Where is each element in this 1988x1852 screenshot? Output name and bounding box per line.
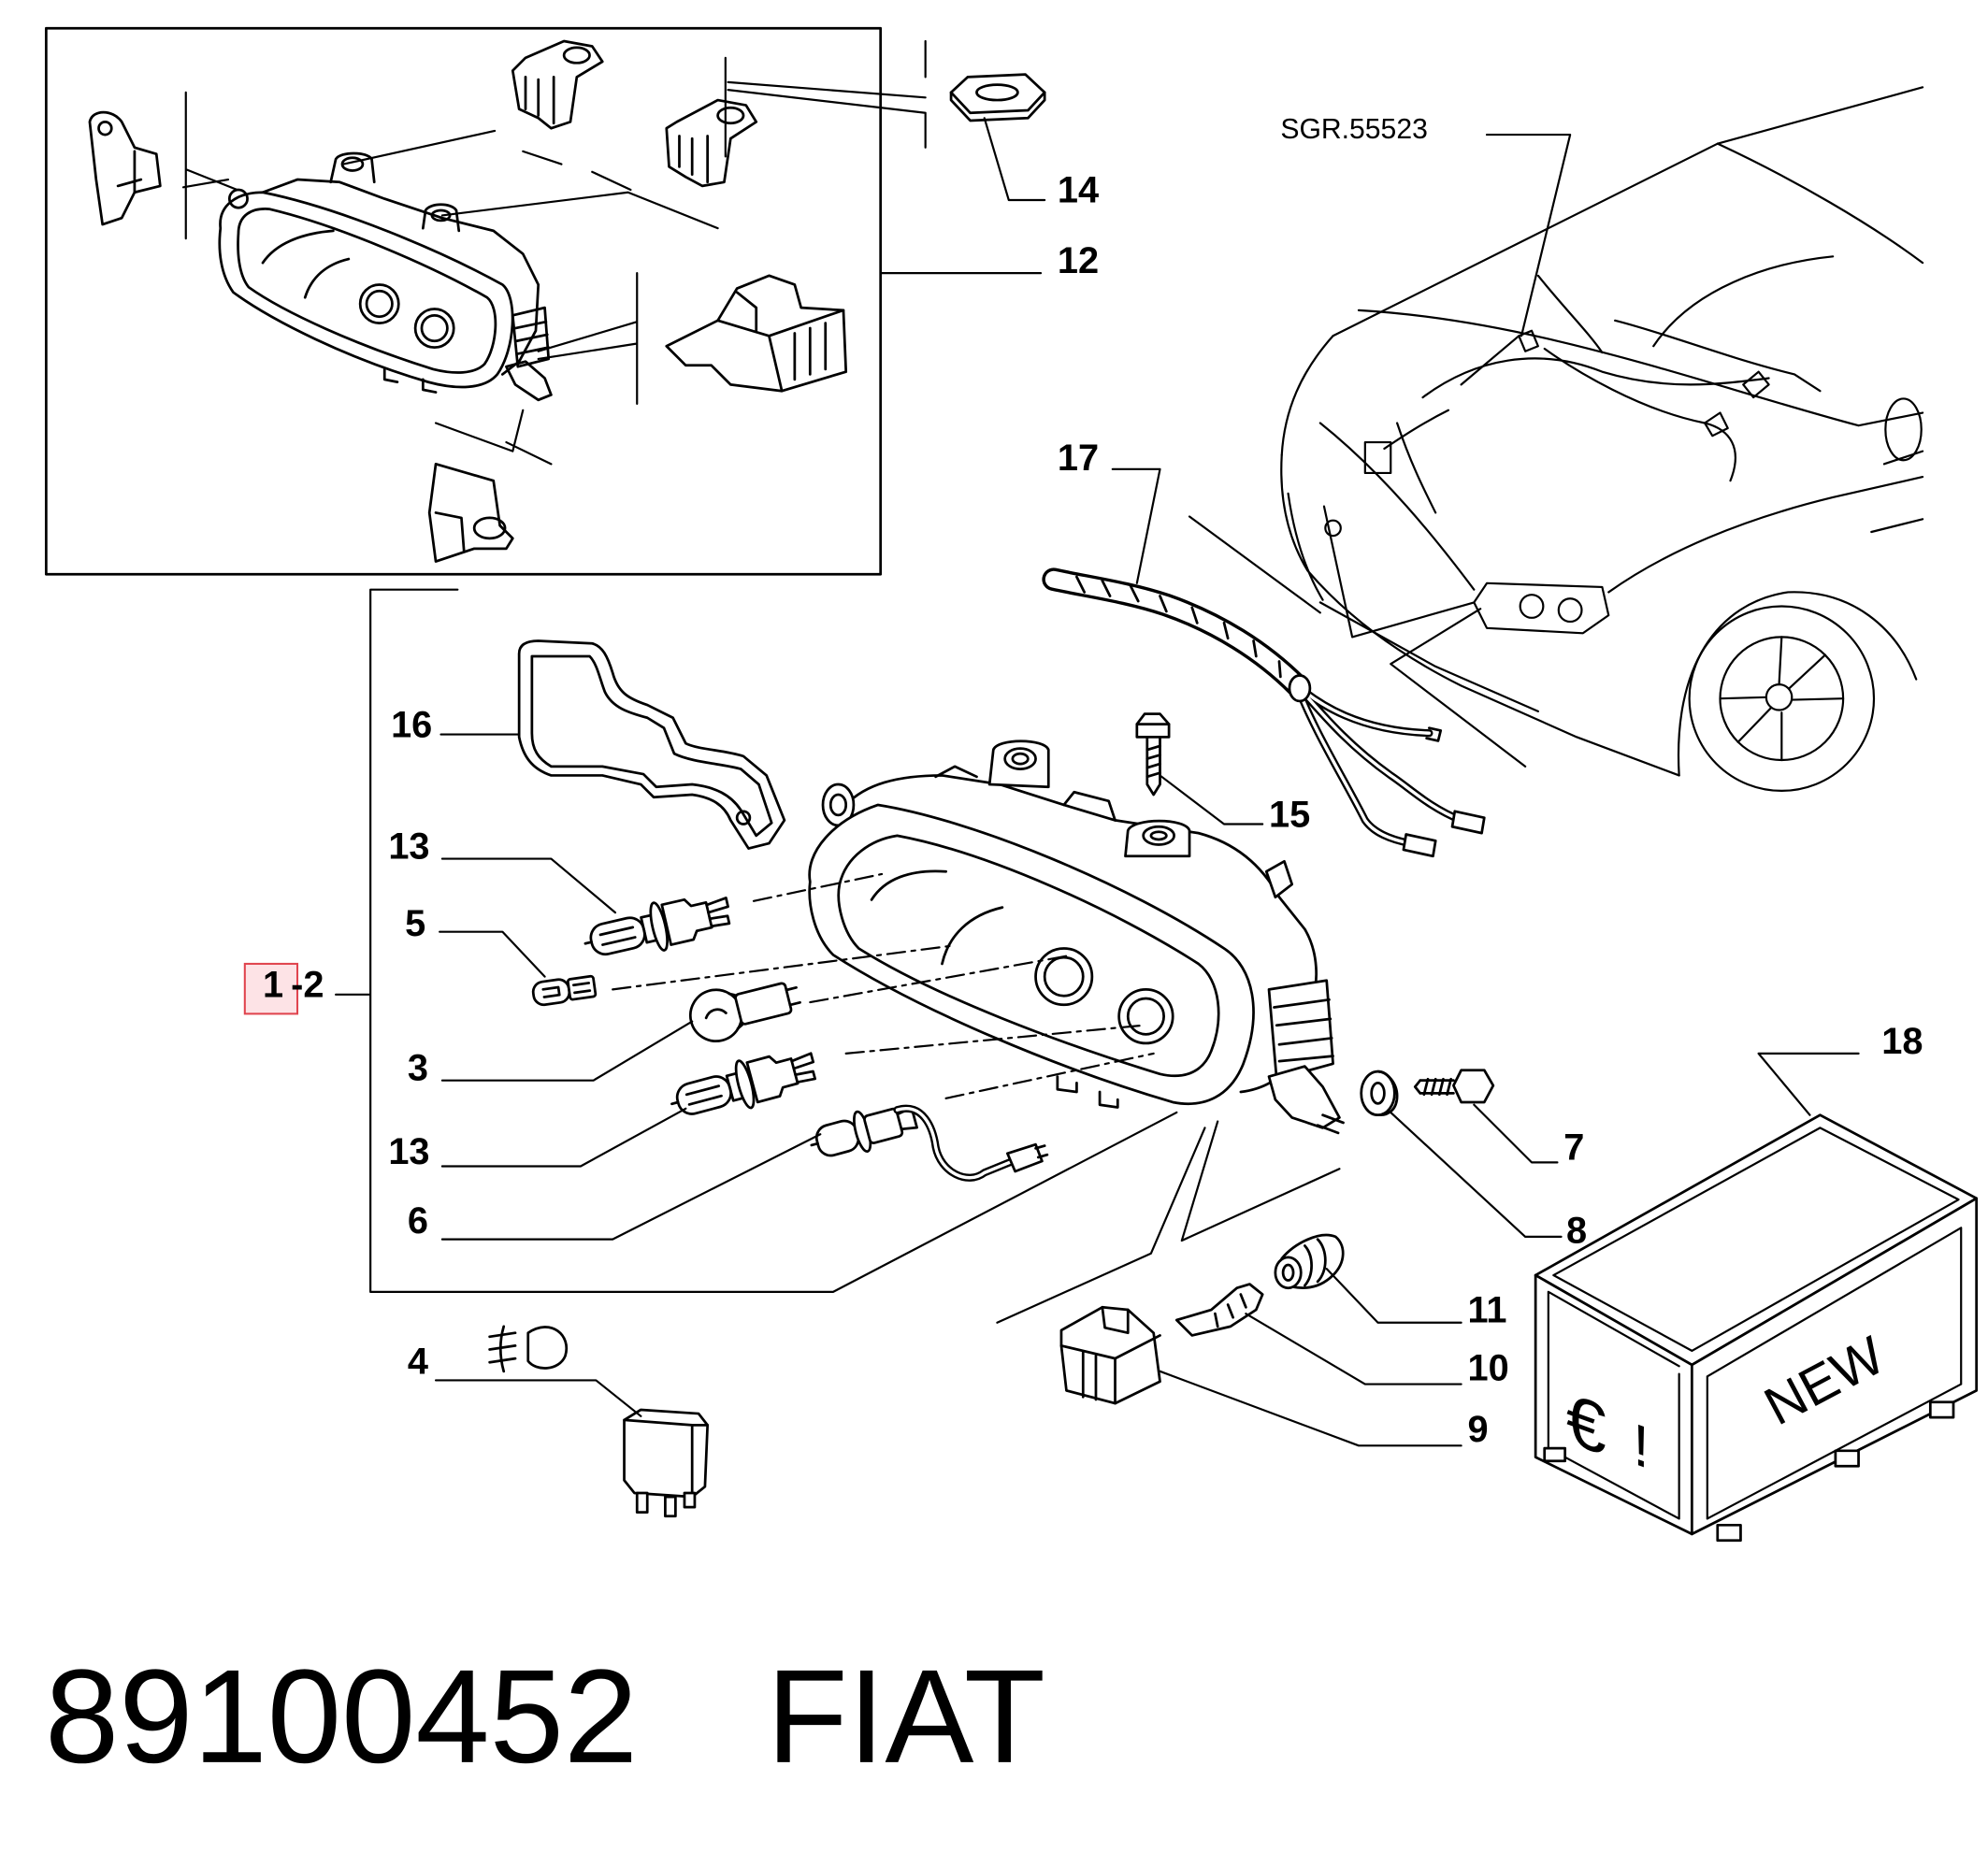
zoom-break-lines [996,505,1527,1324]
connector-housing [1059,1305,1161,1405]
crate-exclamation-mark: ! [1633,1410,1649,1482]
reference-code: SGR.55523 [1280,114,1428,145]
bulb-small-wedge [531,974,598,1007]
assembly-bracket-lines [335,272,1178,1293]
inset-detail [44,26,927,576]
callout-8[interactable]: 8 [1566,1211,1587,1252]
callout-1-selected[interactable]: 1 [263,965,283,1006]
bulb-lower [670,1052,816,1115]
screw-vertical [1135,712,1171,797]
terminal-pin [1174,1283,1264,1337]
fog-lamp-icon [488,1325,569,1373]
alignment-lines [612,872,1155,1099]
callout-5[interactable]: 5 [405,903,425,944]
callout-17[interactable]: 17 [1058,438,1099,479]
leader-lines [434,117,1860,1447]
headlamp-cover [517,639,786,850]
callout-15[interactable]: 15 [1269,794,1310,835]
inset-frame [44,26,883,576]
callout-10[interactable]: 10 [1467,1347,1508,1388]
bulb-upper [583,897,731,956]
callout-14[interactable]: 14 [1058,170,1099,211]
callout-4[interactable]: 4 [408,1342,428,1383]
footer-brand: FIAT [767,1643,1045,1791]
inset-clip-lower [427,462,514,563]
crate-currency-mark: € [1566,1376,1606,1472]
callout-9[interactable]: 9 [1467,1409,1488,1450]
callout-range-suffix: -2 [291,965,324,1006]
callout-3[interactable]: 3 [408,1048,428,1089]
screw-horizontal [1413,1069,1495,1104]
callout-18[interactable]: 18 [1881,1021,1923,1062]
inset-headlamp [218,151,553,402]
relay [623,1408,710,1518]
rubber-grommet [1274,1233,1345,1290]
footer-part-number: 89100452 [45,1643,638,1791]
selected-callout-group[interactable]: 1 -2 [243,962,324,1015]
bulb-round [688,982,801,1042]
vehicle-front-view [1280,86,1924,792]
callout-6[interactable]: 6 [408,1200,428,1242]
inset-leader-lines [181,39,927,466]
washer-small [1360,1070,1399,1117]
inset-bracket-right [665,98,758,188]
callout-7[interactable]: 7 [1563,1127,1584,1169]
callout-16[interactable]: 16 [391,704,432,745]
callout-12[interactable]: 12 [1058,240,1099,281]
selected-item-highlight[interactable] [243,962,299,1015]
headlamp-assembly [808,739,1345,1135]
wiring-harness [1042,567,1486,858]
callout-13-lower[interactable]: 13 [388,1131,429,1172]
inset-bracket-upper [511,39,604,130]
callout-13-upper[interactable]: 13 [388,826,429,868]
bulb-with-wire [810,1104,1049,1182]
inset-cover [665,274,848,393]
callout-11[interactable]: 11 [1467,1290,1506,1331]
washer-part [949,73,1046,122]
inset-bracket-left [88,110,162,226]
new-part-crate: NEW € ! [1534,1113,1979,1543]
